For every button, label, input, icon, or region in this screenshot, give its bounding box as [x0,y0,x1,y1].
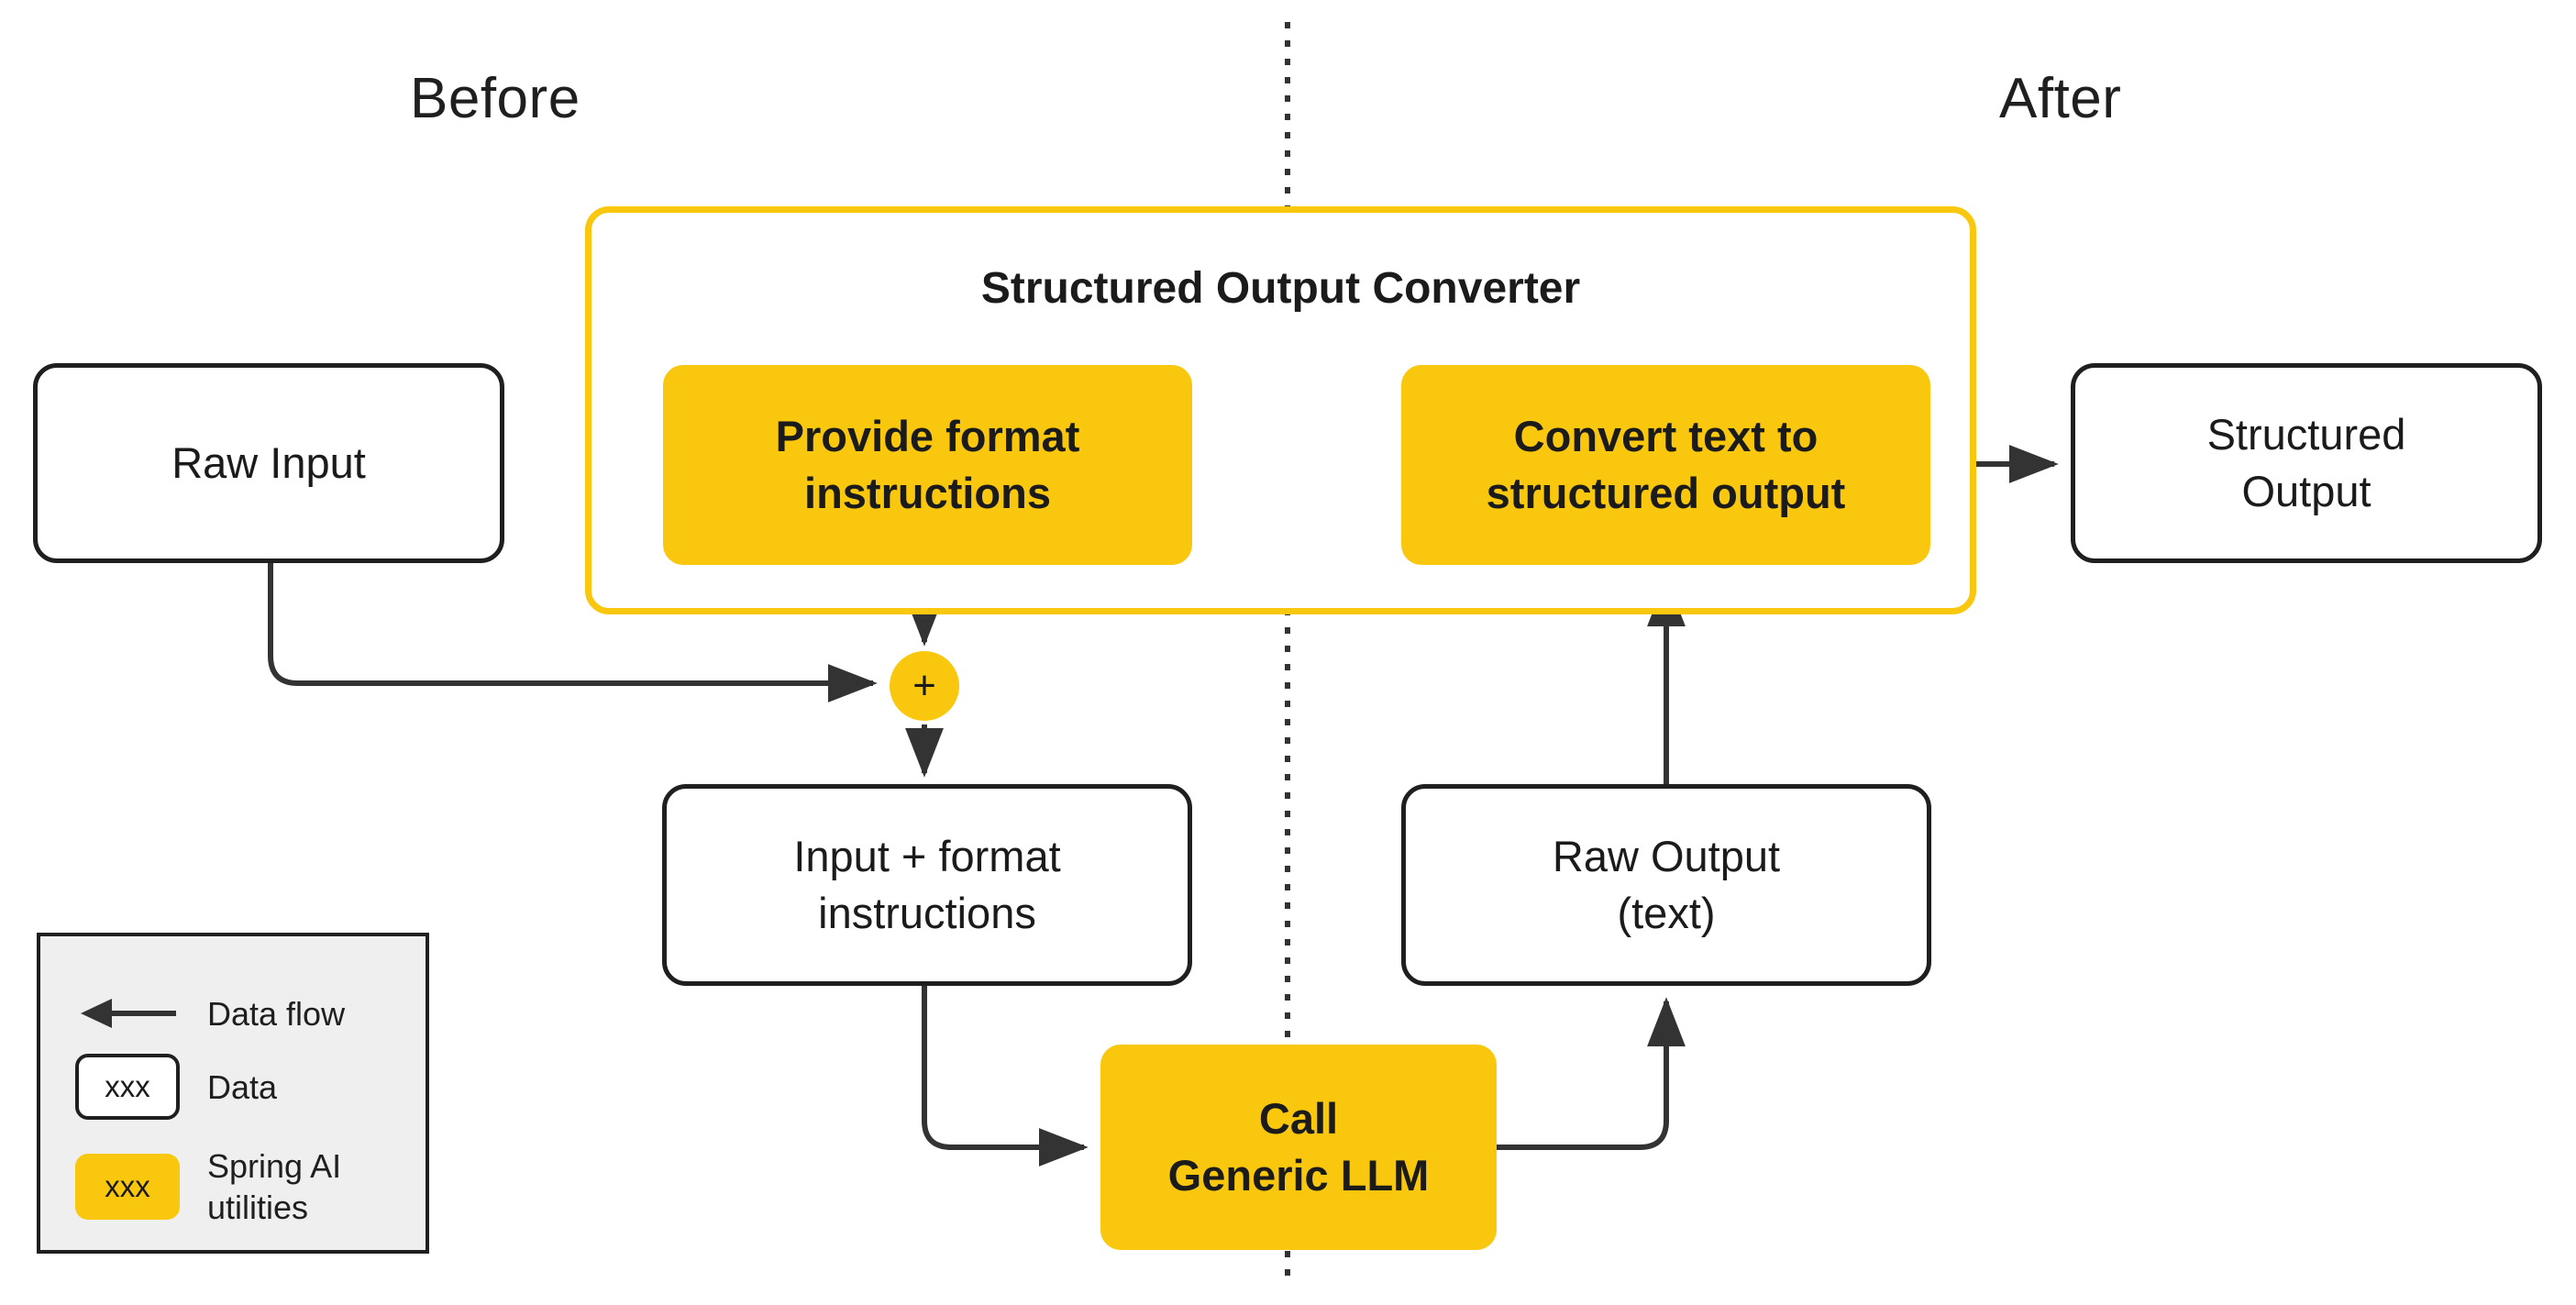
provide-format-line1: Provide format [775,411,1080,460]
plus-symbol: + [912,663,936,708]
legend-label-data: Data [207,1067,278,1106]
node-input-plus-format-label: Input + format instructions [793,828,1060,942]
node-raw-output[interactable]: Raw Output (text) [1401,784,1931,986]
provide-format-line2: instructions [804,469,1051,517]
input-format-line2: instructions [818,889,1036,937]
wire-llm-to-raw-output [1497,997,1686,1150]
node-structured-output-label: Structured Output [2207,406,2406,520]
node-call-generic-llm-label: Call Generic LLM [1168,1090,1430,1204]
legend-label-spring-ai-utilities: Spring AI utilities [207,1147,342,1226]
legend-item-spring-ai-utilities: xxx Spring AI utilities [75,1145,341,1228]
node-provide-format-instructions[interactable]: Provide format instructions [663,365,1192,565]
legend-item-data-flow: Data flow [75,980,345,1046]
structured-output-line2: Output [2241,467,2371,515]
node-structured-output[interactable]: Structured Output [2071,363,2542,563]
left-arrow-icon [81,999,176,1028]
wire-input-format-to-llm [922,986,1089,1167]
node-raw-output-label: Raw Output (text) [1553,828,1780,942]
section-label-after: After [1999,67,2122,130]
input-format-line1: Input + format [793,831,1061,880]
convert-text-line1: Convert text to [1513,411,1819,460]
legend-swatch-data-text: xxx [105,1069,150,1103]
legend-swatch-util-box: xxx [75,1154,180,1220]
node-convert-text-to-structured-output[interactable]: Convert text to structured output [1401,365,1930,565]
legend-swatch-data-box: xxx [75,1054,180,1120]
call-llm-line1: Call [1258,1093,1339,1143]
converter-group-title: Structured Output Converter [980,264,1581,313]
raw-output-line1: Raw Output [1552,831,1781,880]
node-call-generic-llm[interactable]: Call Generic LLM [1100,1045,1497,1250]
node-raw-input[interactable]: Raw Input [33,363,504,563]
legend-item-data: xxx Data [75,1054,277,1120]
legend-label-data-flow: Data flow [207,994,346,1033]
node-input-plus-format-instructions[interactable]: Input + format instructions [662,784,1192,986]
legend-panel: Data flow xxx Data xxx Spring AI utiliti… [37,933,429,1254]
node-raw-input-label: Raw Input [171,437,366,487]
raw-output-line2: (text) [1617,889,1716,937]
structured-output-line1: Structured [2206,409,2406,459]
legend-arrow-icon [75,980,180,1046]
section-label-before: Before [410,67,580,130]
call-llm-line2: Generic LLM [1167,1151,1430,1200]
legend-swatch-util-text: xxx [105,1169,150,1203]
node-convert-text-label: Convert text to structured output [1487,408,1846,522]
node-provide-format-instructions-label: Provide format instructions [776,408,1080,522]
merge-junction-plus-icon: + [890,651,959,721]
convert-text-line2: structured output [1486,469,1846,517]
